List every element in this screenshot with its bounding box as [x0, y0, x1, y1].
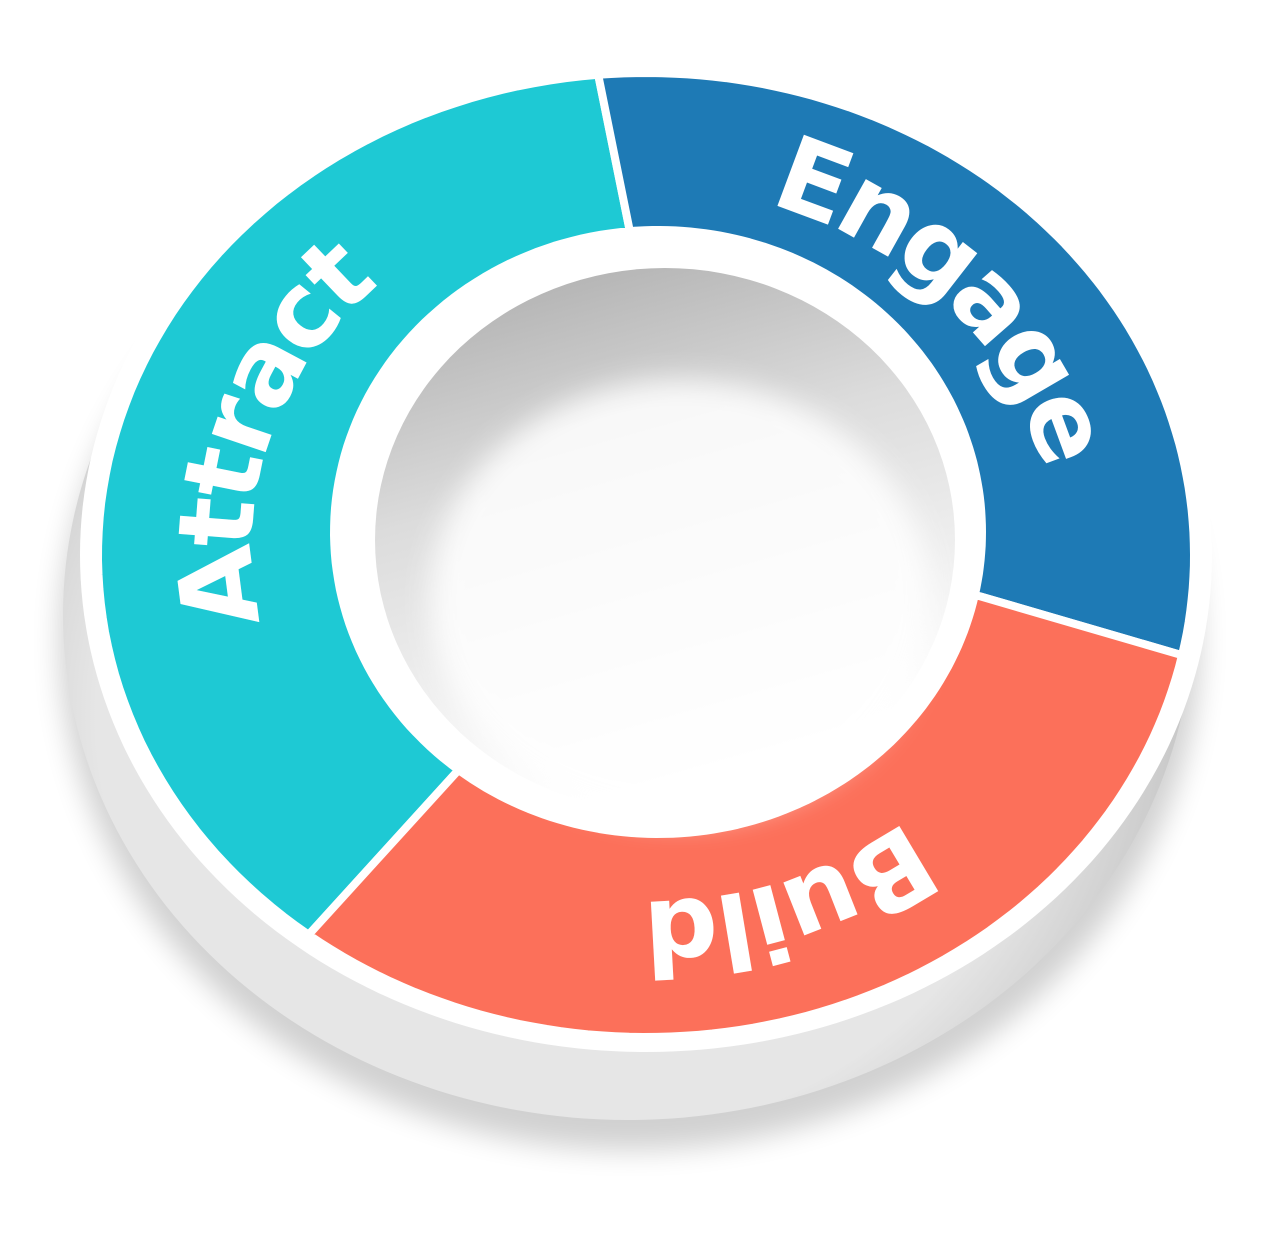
ring-hole-floor	[430, 380, 930, 820]
segment-build	[304, 590, 1186, 1041]
